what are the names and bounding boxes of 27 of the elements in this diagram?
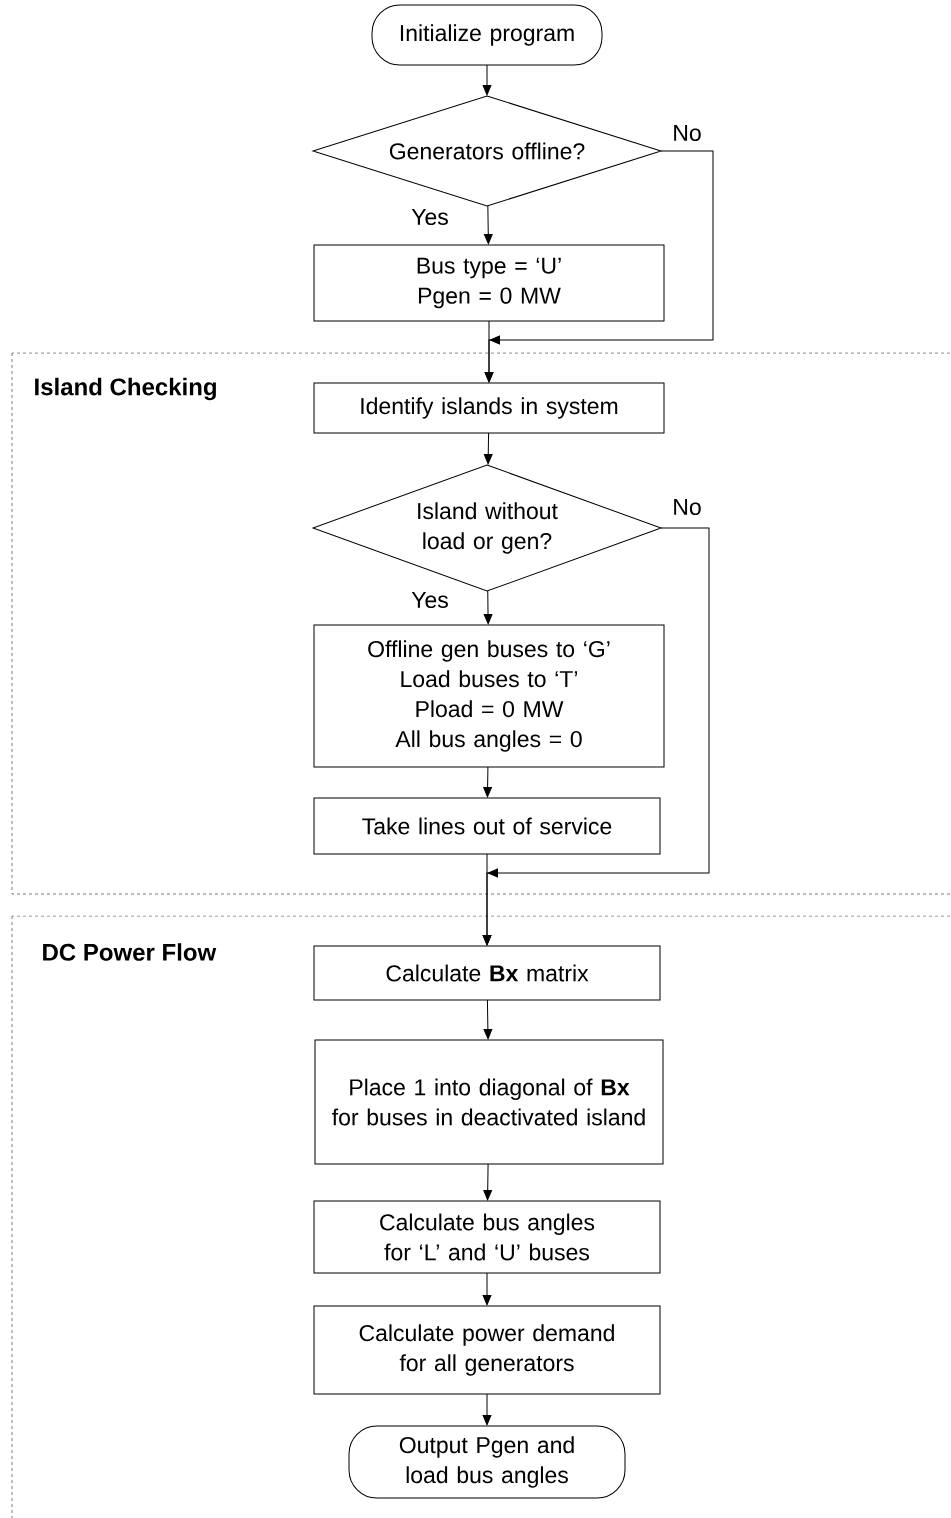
arrow — [482, 1272, 492, 1306]
process-box: Calculate Bx matrix — [313, 945, 661, 1001]
edge-label: No — [674, 499, 701, 516]
arrow — [483, 590, 493, 625]
terminal-box: Initialize program — [371, 4, 603, 66]
arrow — [483, 999, 493, 1040]
process-box: Offline gen buses to ‘G’ Load buses to ‘T’ Pload = 0 MW All bus angles = 0 — [313, 624, 665, 768]
process-box: Calculate power demand for all generators — [313, 1305, 661, 1395]
arrow — [482, 1393, 492, 1426]
arrow — [483, 1163, 493, 1201]
arrow — [483, 766, 492, 798]
edge-label: No — [674, 125, 701, 141]
arrow — [483, 205, 493, 245]
arrow — [483, 432, 493, 465]
edge-label: Yes — [411, 209, 448, 225]
section-title: Island Checking — [35, 377, 216, 401]
section-title: DC Power Flow — [43, 943, 217, 961]
process-box: Identify islands in system — [313, 382, 665, 434]
process-box: Bus type = ‘U’ Pgen = 0 MW — [313, 244, 665, 322]
edge-label: Yes — [411, 592, 448, 609]
process-box: Calculate bus angles for ‘L’ and ‘U’ buses — [313, 1200, 661, 1274]
process-box: Take lines out of service — [313, 797, 661, 855]
process-box: Place 1 into diagonal of Bx for buses in deactivated island — [314, 1039, 664, 1165]
arrow — [482, 853, 492, 946]
arrow — [482, 64, 492, 96]
arrow — [484, 320, 494, 383]
terminal-box: Output Pgen and load bus angles — [348, 1425, 626, 1499]
